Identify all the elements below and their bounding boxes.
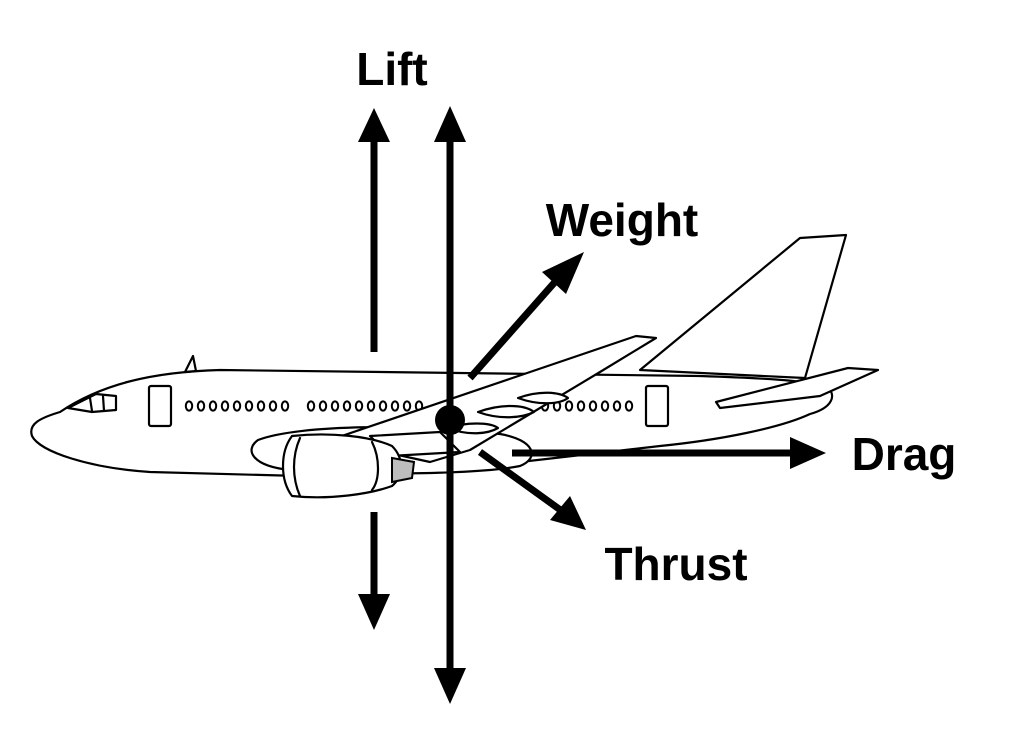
weight-arrow-left [358, 512, 390, 630]
force-arrows [358, 106, 826, 704]
airplane [30, 233, 880, 499]
lift-label: Lift [356, 43, 428, 95]
lift-arrow-left [358, 108, 390, 352]
drag-label: Drag [852, 428, 957, 480]
rear-door [644, 384, 670, 428]
weight-arrow [467, 252, 584, 381]
horizontal-stabilizer [714, 366, 880, 410]
engine-exhaust [391, 456, 416, 484]
antenna [183, 354, 198, 374]
thrust-label: Thrust [604, 538, 747, 590]
weight-label: Weight [546, 194, 698, 246]
vertical-axis-arrow [434, 106, 466, 704]
engine [282, 433, 416, 499]
front-door [147, 384, 173, 428]
tail-fin [638, 233, 848, 380]
flap-fairing [516, 391, 570, 405]
thrust-arrow [477, 449, 586, 530]
center-of-gravity-dot [435, 405, 465, 435]
drag-arrow [512, 437, 826, 469]
